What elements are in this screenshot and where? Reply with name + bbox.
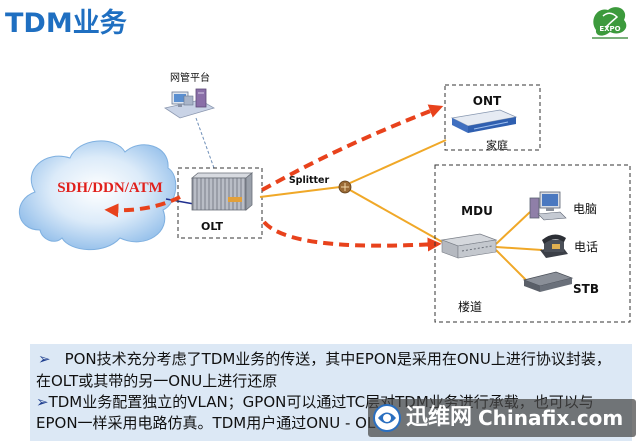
mdu-device-icon [440, 233, 498, 259]
note-text: PON技术充分考虑了TDM业务的传送，其中EPON是采用在ONU上进行协议封装， [64, 350, 611, 368]
fiber-mdu-stb [495, 249, 529, 283]
logo-lettering: EXPO [599, 25, 620, 33]
phone-label: 电话 [574, 240, 598, 254]
stb-label: STB [573, 282, 599, 296]
ont-label: ONT [473, 94, 502, 108]
server-icon [164, 88, 216, 119]
cloud-label: SDH/DDN/ATM [57, 180, 163, 196]
fiber-mdu-pc [495, 211, 531, 245]
splitter-label: Splitter [289, 175, 330, 186]
slide-title: TDM业务 [5, 8, 127, 39]
ont-box [444, 84, 541, 151]
splitter-icon [338, 180, 352, 194]
note-line-1: ➢ PON技术充分考虑了TDM业务的传送，其中EPON是采用在ONU上进行协议封装… [38, 349, 611, 369]
chinafix-logo-icon [372, 403, 402, 433]
telephone-icon [540, 234, 568, 258]
management-link [195, 117, 215, 169]
fiber-splitter-ont [349, 139, 447, 184]
signal-arrow-to-mdu [262, 220, 442, 252]
mdu-box [434, 164, 631, 323]
watermark-en: Chinafix.com [478, 406, 624, 430]
ont-device-icon [450, 109, 518, 133]
signal-arrow-to-cloud [104, 195, 181, 218]
set-top-box-icon [522, 271, 574, 292]
network-cloud [18, 140, 177, 251]
fiber-splitter-mdu [349, 189, 445, 244]
pc-label: 电脑 [573, 202, 597, 216]
note-line-2: 在OLT或其带的另一ONU上进行还原 [36, 372, 278, 390]
mdu-label: MDU [461, 204, 493, 218]
fiber-mdu-phone [495, 246, 543, 251]
corridor-label: 楼道 [458, 299, 482, 314]
computer-icon [529, 191, 567, 221]
expo-logo: EXPO [592, 7, 628, 39]
fiber-links [259, 139, 543, 283]
note-line-4: EPON一样采用电路仿真。TDM用户通过ONU - OL [36, 414, 376, 432]
watermark: 迅维网 Chinafix.com [368, 399, 636, 437]
home-label: 家庭 [486, 138, 508, 152]
nms-label: 网管平台 [170, 71, 210, 84]
watermark-cn: 迅维网 [406, 405, 473, 430]
fiber-olt-splitter [259, 186, 341, 198]
olt-chassis-icon [190, 172, 254, 211]
olt-box [177, 167, 263, 239]
bullet-icon: ➢ [38, 350, 51, 368]
olt-label: OLT [201, 220, 224, 233]
bullet-icon: ➢ [36, 393, 49, 411]
